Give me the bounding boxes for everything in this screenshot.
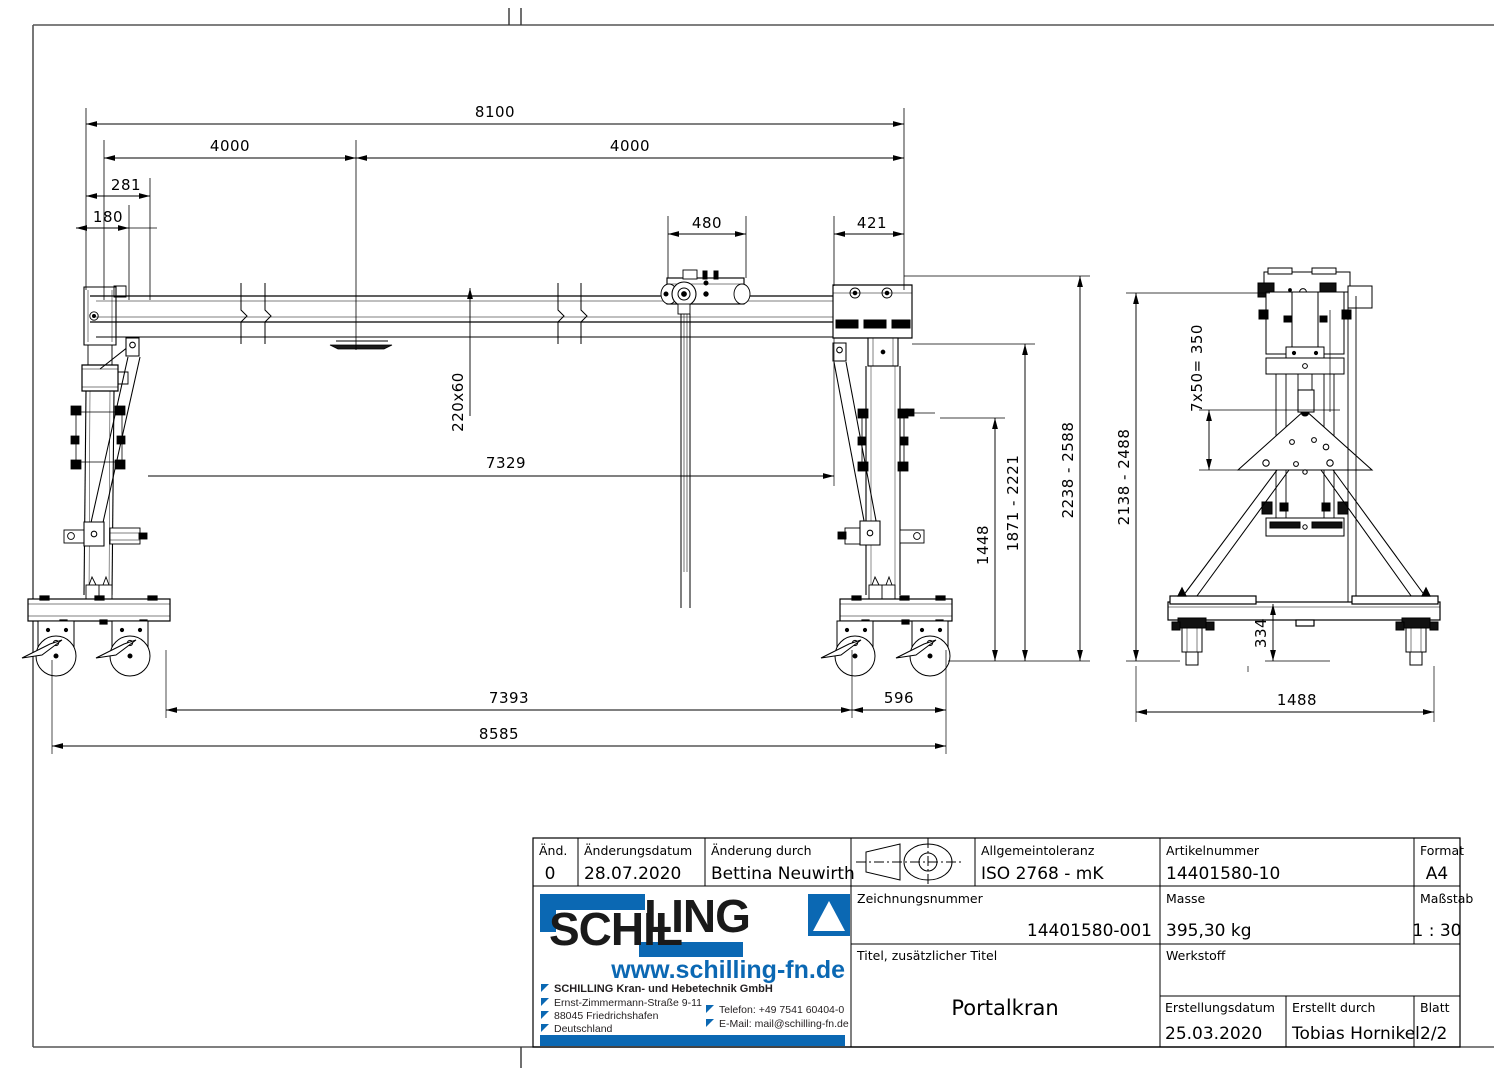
revision-date-label: Änderungsdatum: [584, 843, 692, 858]
tolerance-value: ISO 2768 - mK: [981, 864, 1104, 884]
side-base-beam: [1167, 586, 1441, 627]
right-base-beam: [839, 595, 953, 625]
mass-value: 395,30 kg: [1166, 921, 1252, 941]
dim-7393: 7393: [489, 689, 529, 707]
company-website: www.schilling-fn.de: [610, 956, 845, 984]
company-name: SCHILLING Kran- und Hebetechnik GmbH: [554, 983, 773, 995]
scale-label: Maßstab: [1420, 891, 1473, 906]
dim-281: 281: [111, 176, 141, 194]
side-castor-left: [1171, 617, 1215, 666]
dimension-labels: 8100 4000 4000 281 180 480 421 220x60 73…: [93, 103, 1317, 743]
created-by-label: Erstellt durch: [1292, 1000, 1375, 1015]
company-phone: Telefon: +49 7541 60404-0: [719, 1004, 844, 1016]
scale-value: 1 : 30: [1413, 921, 1462, 941]
format-value: A4: [1426, 864, 1448, 884]
castor-wheel-left-1: [21, 620, 77, 677]
dim-7329: 7329: [486, 454, 526, 472]
dim-1448: 1448: [974, 525, 992, 565]
revision-date-value: 28.07.2020: [584, 864, 681, 884]
hoist-trolley: [660, 269, 751, 608]
first-angle-projection-icon: [856, 838, 962, 886]
sheet-number-value: 2/2: [1420, 1024, 1447, 1044]
drawing-number-label: Zeichnungsnummer: [857, 891, 984, 906]
dim-1871-2221: 1871 - 2221: [1004, 455, 1022, 552]
company-country: Deutschland: [554, 1023, 613, 1035]
title-label: Titel, zusätzlicher Titel: [856, 948, 997, 963]
format-label: Format: [1420, 843, 1464, 858]
drawing-number-value: 14401580-001: [1027, 921, 1152, 941]
company-logo-block: SCHIL LING www.schilling-fn.de SCHILLING…: [540, 890, 850, 1046]
dim-180: 180: [93, 208, 123, 226]
company-street: Ernst-Zimmermann-Straße 9-11: [554, 997, 702, 1009]
tolerance-label: Allgemeintoleranz: [981, 843, 1095, 858]
dim-2238-2588: 2238 - 2588: [1059, 422, 1077, 519]
dim-8100: 8100: [475, 103, 515, 121]
right-leg-assembly: [820, 284, 953, 677]
dim-2138-2488: 2138 - 2488: [1115, 429, 1133, 526]
revision-by-label: Änderung durch: [711, 843, 812, 858]
revision-col-label: Änd.: [539, 843, 567, 858]
dim-4000-left: 4000: [210, 137, 250, 155]
girder-center-plate: [329, 340, 393, 350]
side-column-head: [1258, 291, 1352, 375]
triangle-logo-icon: [808, 894, 850, 936]
company-email: E-Mail: mail@schilling-fn.de: [719, 1018, 849, 1030]
side-elevation-view: [1167, 267, 1441, 666]
logo-bar-footer: [540, 1035, 845, 1046]
centering-mark-top: [508, 8, 522, 25]
dim-hole-pattern: 7x50= 350: [1188, 324, 1206, 412]
dim-421: 421: [857, 214, 887, 232]
left-leg-assembly: [21, 285, 171, 677]
title-block: Änd. 0 Änderungsdatum 28.07.2020 Änderun…: [532, 837, 1473, 1048]
front-elevation-view: [21, 269, 953, 677]
dimension-lines: [51, 108, 1435, 754]
dim-596: 596: [884, 689, 914, 707]
material-label: Werkstoff: [1166, 948, 1226, 963]
logo-text-ling: LING: [644, 890, 750, 942]
side-gusset-plate: [1236, 389, 1374, 475]
side-lower-carriage: [1261, 501, 1349, 537]
logo-bar-bottom: [639, 942, 743, 957]
article-number-label: Artikelnummer: [1166, 843, 1260, 858]
castor-wheel-right-2: [895, 620, 951, 677]
creation-date-label: Erstellungsdatum: [1165, 1000, 1275, 1015]
sheet-number-label: Blatt: [1420, 1000, 1450, 1015]
title-value: Portalkran: [951, 996, 1058, 1020]
revision-by-value: Bettina Neuwirth: [711, 864, 855, 884]
revision-col-value: 0: [545, 864, 556, 884]
logo-bar-top: [540, 894, 645, 910]
break-symbol-left: [240, 283, 272, 344]
side-castor-right: [1395, 617, 1439, 666]
creation-date-value: 25.03.2020: [1165, 1024, 1262, 1044]
company-address: SCHILLING Kran- und Hebetechnik GmbH Ern…: [541, 983, 849, 1035]
mass-label: Masse: [1166, 891, 1205, 906]
logo-bar-left: [540, 894, 556, 932]
dim-8585: 8585: [479, 725, 519, 743]
dim-beam-profile: 220x60: [449, 372, 467, 432]
dim-334: 334: [1252, 618, 1270, 648]
break-symbol-right: [557, 283, 588, 344]
side-splay-legs: [1179, 469, 1429, 601]
dim-4000-right: 4000: [610, 137, 650, 155]
article-number-value: 14401580-10: [1166, 864, 1280, 884]
company-city: 88045 Friedrichshafen: [554, 1010, 659, 1022]
castor-wheel-left-2: [95, 620, 151, 677]
main-girder: [90, 295, 904, 338]
left-base-beam: [27, 595, 171, 625]
dim-480: 480: [692, 214, 722, 232]
castor-wheel-right-1: [820, 620, 876, 677]
dim-1488: 1488: [1277, 691, 1317, 709]
logo-text-schil: SCHIL: [549, 903, 682, 955]
created-by-value: Tobias Hornikel: [1291, 1024, 1420, 1044]
